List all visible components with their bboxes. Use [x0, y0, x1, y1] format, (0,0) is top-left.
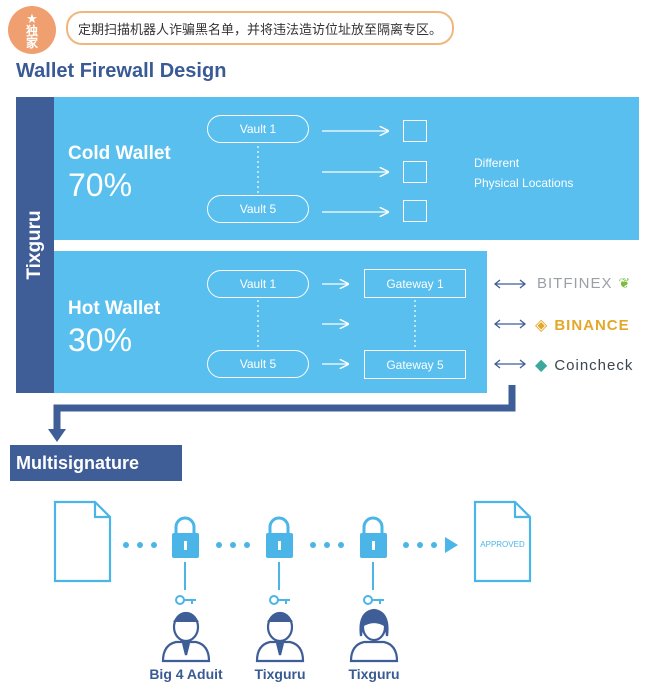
gateway-1: Gateway 1 [364, 269, 466, 298]
signer-label-3: Tixguru [348, 666, 400, 682]
hot-vault-5: Vault 5 [207, 350, 309, 378]
badge-text-top: 独 [25, 23, 38, 38]
approved-document-icon [473, 500, 532, 583]
lock-icon-2 [266, 516, 293, 558]
hot-vault-1: Vault 1 [207, 270, 309, 298]
binance-icon: ◈ [535, 317, 549, 334]
bitfinex-label: BITFINEX [537, 275, 613, 292]
page-title: Wallet Firewall Design [16, 60, 227, 82]
cold-vault-5: Vault 5 [207, 195, 309, 223]
locations-line-2: Physical Locations [474, 176, 574, 190]
coincheck-icon: ◆ [535, 357, 549, 374]
person-icon-1 [161, 611, 211, 663]
multisignature-title: Multisignature [10, 445, 182, 481]
cold-wallet-panel [54, 97, 639, 240]
locations-label: Different Physical Locations [474, 153, 573, 193]
location-box-2 [403, 161, 427, 183]
exchange-binance: ◈ BINANCE [535, 315, 630, 335]
star-icon: ★ [26, 10, 38, 26]
hot-wallet-percent: 30% [68, 322, 133, 358]
approved-stamp: APPROVED [480, 540, 525, 549]
key-icons [175, 595, 384, 605]
flow-arrow [53, 385, 516, 432]
location-box-3 [403, 200, 427, 222]
lock-icon-1 [172, 516, 199, 558]
exclusive-badge: ★ 独 家 [8, 6, 56, 54]
notice-text: 定期扫描机器人诈骗黑名单，并将违法造访位址放至隔离专区。 [78, 21, 443, 37]
binance-label: BINANCE [554, 316, 630, 334]
cold-vault-1: Vault 1 [207, 115, 309, 143]
leaf-icon: ❦ [618, 275, 632, 291]
tixguru-sidebar: Tixguru [16, 97, 54, 393]
gateway-5: Gateway 5 [364, 350, 466, 379]
location-box-1 [403, 120, 427, 142]
document-icon [53, 500, 112, 583]
exchange-coincheck: ◆ Coincheck [535, 355, 633, 375]
signer-label-1: Big 4 Aduit [149, 666, 223, 682]
person-icon-2 [255, 611, 305, 663]
locations-line-1: Different [474, 156, 520, 170]
hot-wallet-name: Hot Wallet [68, 298, 161, 319]
notice-banner: 定期扫描机器人诈骗黑名单，并将违法造访位址放至隔离专区。 [66, 11, 455, 45]
badge-text-bottom: 家 [25, 35, 38, 50]
signer-label-2: Tixguru [254, 666, 306, 682]
person-icon-3 [349, 608, 399, 663]
coincheck-label: Coincheck [554, 356, 634, 374]
flow-dots [123, 537, 458, 553]
cold-wallet-percent: 70% [68, 167, 133, 203]
lock-icon-3 [360, 516, 387, 558]
cold-wallet-name: Cold Wallet [68, 143, 171, 164]
exchange-bitfinex: BITFINEX ❦ [537, 275, 631, 292]
